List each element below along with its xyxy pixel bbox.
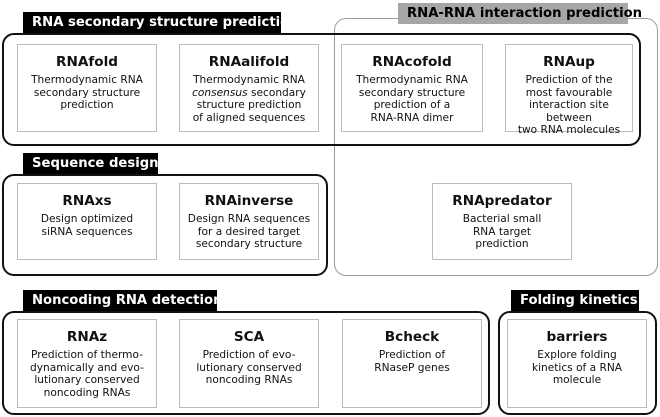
tool-card-rnaup[interactable]: RNAup Prediction of the most favourable … [505,44,633,136]
tool-card-sca[interactable]: SCA Prediction of evo- lutionary conserv… [179,319,319,408]
tool-title-rnaup: RNAup [543,54,595,70]
tool-desc-rnainverse: Design RNA sequences for a desired targe… [187,213,311,251]
tool-card-rnaalifold[interactable]: RNAalifold Thermodynamic RNA consensus s… [179,44,319,132]
tool-card-rnapredator[interactable]: RNApredator Bacterial small RNA target p… [432,183,572,260]
tool-title-rnainverse: RNAinverse [204,193,294,209]
group-folding-kinetics [498,311,657,415]
tool-desc-rnaalifold: Thermodynamic RNA consensus secondary st… [192,74,306,124]
tool-card-rnafold[interactable]: RNAfold Thermodynamic RNA secondary stru… [17,44,157,132]
label-secondary-structure: RNA secondary structure prediction [23,12,299,33]
group-noncoding-detection [2,311,490,415]
group-secondary-structure [2,33,641,146]
tool-title-rnaxs: RNAxs [62,193,112,209]
tool-card-rnacofold[interactable]: RNAcofold Thermodynamic RNA secondary st… [341,44,483,132]
tool-title-rnafold: RNAfold [55,54,118,70]
tool-desc-rnaz: Prediction of thermo- dynamically and ev… [30,349,144,399]
label-folding-kinetics: Folding kinetics [511,290,639,311]
label-rna-rna-interaction: RNA-RNA interaction prediction [398,3,642,24]
tool-desc-sca: Prediction of evo- lutionary conserved n… [196,349,302,387]
tool-title-sca: SCA [233,329,265,345]
tool-desc-barriers: Explore folding kinetics of a RNA molecu… [531,349,623,387]
tool-card-barriers[interactable]: barriers Explore folding kinetics of a R… [507,319,647,408]
label-sequence-design: Sequence design [23,153,159,174]
tool-desc-rnaxs: Design optimized siRNA sequences [40,213,134,238]
tool-desc-rnacofold: Thermodynamic RNA secondary structure pr… [356,74,468,124]
tool-desc-rnaup: Prediction of the most favourable intera… [517,74,621,137]
tool-desc-rnapredator: Bacterial small RNA target prediction [462,213,542,251]
tool-title-bcheck: Bcheck [384,329,440,345]
tool-desc-rnafold: Thermodynamic RNA secondary structure pr… [31,74,143,112]
tool-card-rnainverse[interactable]: RNAinverse Design RNA sequences for a de… [179,183,319,260]
tool-card-rnaz[interactable]: RNAz Prediction of thermo- dynamically a… [17,319,157,408]
tool-desc-bcheck: Prediction of RNaseP genes [374,349,450,374]
group-sequence-design [2,174,328,276]
tool-title-rnaz: RNAz [66,329,108,345]
label-noncoding-detection: Noncoding RNA detection [23,290,222,311]
tool-title-rnacofold: RNAcofold [372,54,452,70]
tool-title-rnapredator: RNApredator [452,193,552,209]
tool-card-bcheck[interactable]: Bcheck Prediction of RNaseP genes [342,319,482,408]
tool-title-rnaalifold: RNAalifold [208,54,290,70]
tool-title-barriers: barriers [546,329,608,345]
tool-card-rnaxs[interactable]: RNAxs Design optimized siRNA sequences [17,183,157,260]
